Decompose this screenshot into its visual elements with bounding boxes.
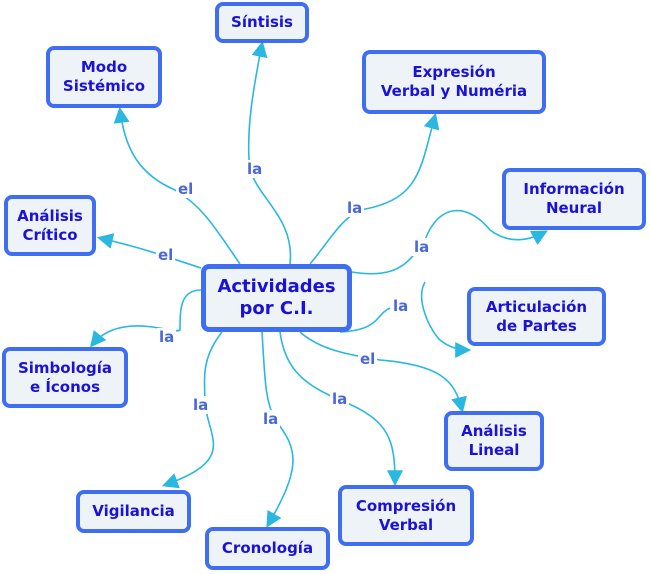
node-compresion-verbal[interactable]: Compresión Verbal <box>338 485 474 546</box>
link-label-expresion: la <box>345 199 365 217</box>
node-analisis-critico[interactable]: Análisis Crítico <box>4 195 96 256</box>
node-vigilancia[interactable]: Vigilancia <box>76 490 191 533</box>
link-modo <box>113 106 241 265</box>
node-articulacion[interactable]: Articulación de Partes <box>467 287 606 346</box>
link-informacion <box>351 209 548 275</box>
link-label-cronologia: la <box>261 410 281 428</box>
node-informacion-neural[interactable]: Información Neural <box>502 168 646 230</box>
link-expresion <box>309 112 440 265</box>
link-label-informacion: la <box>412 238 432 256</box>
node-simbologia[interactable]: Simbología e Íconos <box>2 347 128 408</box>
link-label-simbologia: la <box>157 328 177 346</box>
link-articulacion <box>339 281 468 350</box>
link-label-analisis-lineal: el <box>358 350 378 368</box>
link-analisis-critico <box>96 233 202 269</box>
link-label-modo: el <box>176 180 196 198</box>
link-sintisis <box>247 40 292 265</box>
link-label-analisis-critico: el <box>156 246 176 264</box>
node-expresion[interactable]: Expresión Verbal y Numéria <box>362 50 546 114</box>
link-label-compresion: la <box>330 390 350 408</box>
link-label-articulacion: la <box>391 297 411 315</box>
node-modo-sistemico[interactable]: Modo Sistémico <box>46 46 162 108</box>
node-analisis-lineal[interactable]: Análisis Lineal <box>444 411 544 471</box>
link-simbologia <box>89 289 202 348</box>
link-label-vigilancia: la <box>191 396 211 414</box>
node-sintisis[interactable]: Síntisis <box>215 2 309 43</box>
node-cronologia[interactable]: Cronología <box>205 527 330 570</box>
link-analisis-lineal <box>299 331 467 414</box>
link-label-sintisis: la <box>245 160 265 178</box>
node-center[interactable]: Actividades por C.I. <box>201 264 352 332</box>
